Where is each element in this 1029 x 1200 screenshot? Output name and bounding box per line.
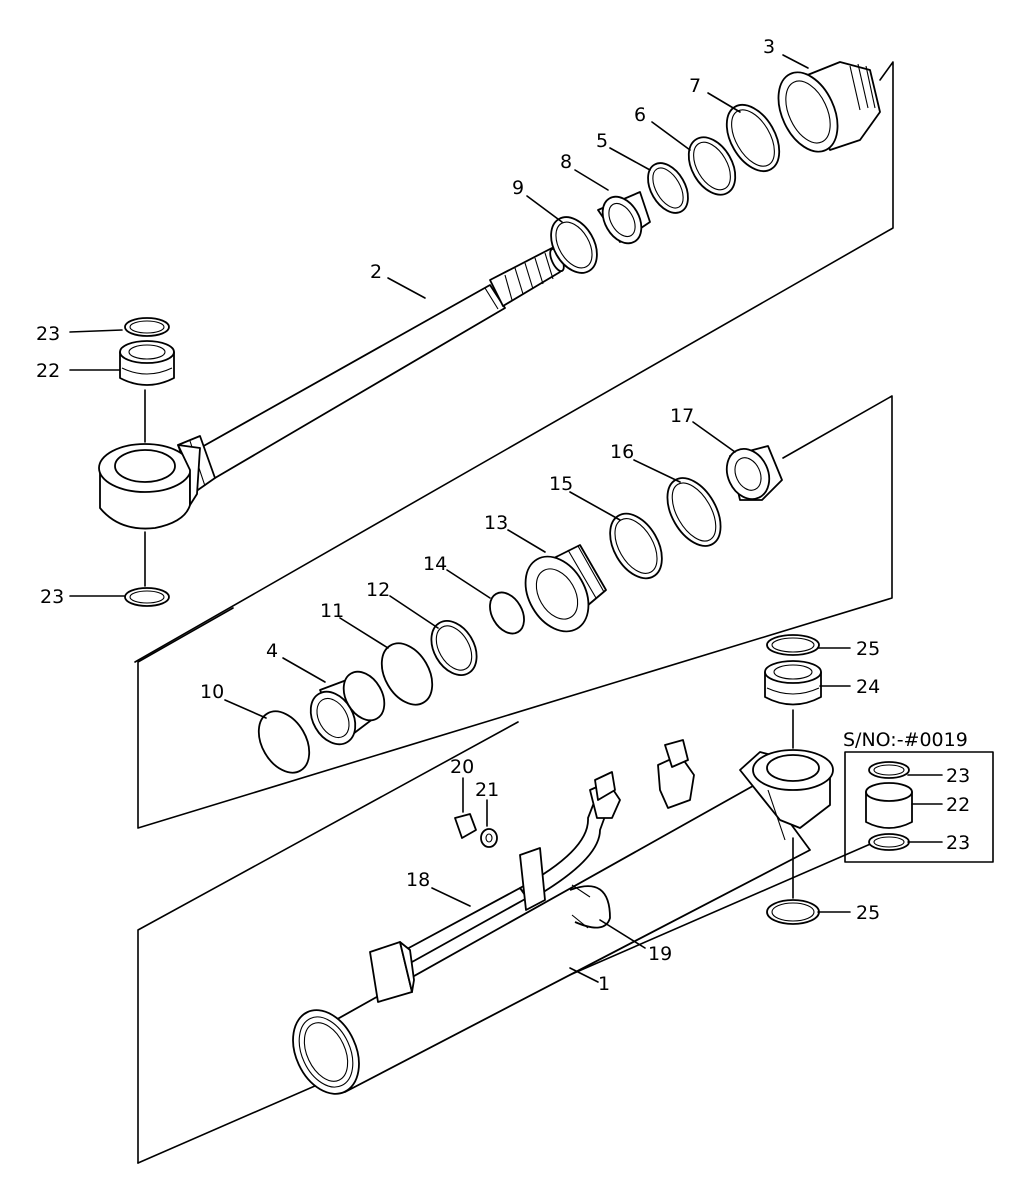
label-part-23-bottom: 23 [40,586,64,608]
label-part-25-bottom: 25 [856,902,880,924]
piston-parts [257,445,783,774]
cylinder-tube [292,749,834,1095]
label-part-11: 11 [320,600,344,622]
label-part-4: 4 [266,640,278,662]
label-part-1: 1 [598,973,610,995]
label-part-24: 24 [856,676,880,698]
label-part-7: 7 [689,75,701,97]
label-inset-part-23-top: 23 [946,765,970,787]
inset-frame [844,751,994,863]
rod-eye-bushing [119,317,175,607]
leader-lines [69,54,943,983]
label-part-18: 18 [406,869,430,891]
label-part-12: 12 [366,579,390,601]
label-part-21: 21 [475,779,499,801]
rod-eye [98,443,201,530]
label-part-16: 16 [610,441,634,463]
label-part-22-top: 22 [36,360,60,382]
label-part-9: 9 [512,177,524,199]
label-part-10: 10 [200,681,224,703]
label-part-23-top: 23 [36,323,60,345]
gland-parts [550,61,881,274]
label-part-25-top: 25 [856,638,880,660]
serial-number-inset: S/NO:-#0019 [843,729,994,863]
label-part-3: 3 [763,36,775,58]
label-part-19: 19 [648,943,672,965]
label-part-8: 8 [560,151,572,173]
piston-rod [177,247,565,493]
label-part-13: 13 [484,512,508,534]
tube-plane-outline [137,721,519,1164]
plane-outlines [134,61,894,1164]
pipe-assembly [369,739,695,1003]
label-part-2: 2 [370,261,382,283]
inset-title: S/NO:-#0019 [843,729,968,751]
part-labels: 3 7 6 5 8 9 2 23 22 23 17 16 15 13 14 12… [36,36,970,995]
label-part-17: 17 [670,405,694,427]
label-part-5: 5 [596,130,608,152]
label-part-6: 6 [634,104,646,126]
rod-plane-outline [134,61,894,663]
label-inset-part-23-bottom: 23 [946,832,970,854]
piston-plane-outline [137,395,893,829]
label-part-15: 15 [549,473,573,495]
label-part-14: 14 [423,553,447,575]
label-part-20: 20 [450,756,474,778]
tube-end-bushing [764,634,822,925]
label-inset-part-22: 22 [946,794,970,816]
